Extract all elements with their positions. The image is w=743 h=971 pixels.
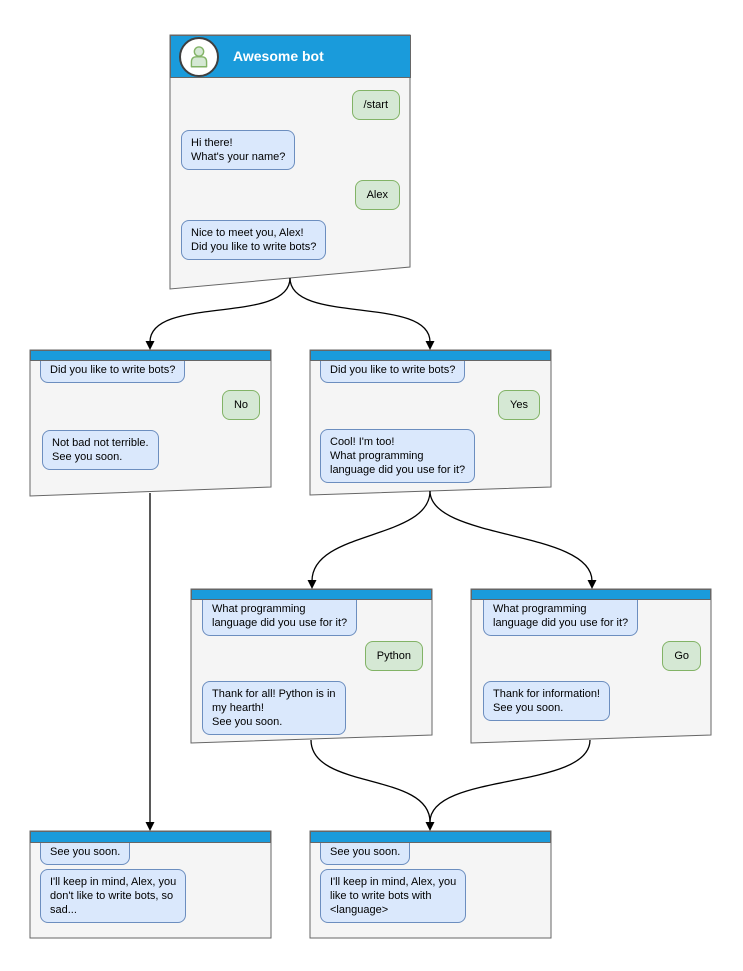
user-message-bubble: Yes [498,390,540,420]
arrowhead-icon [587,580,597,589]
arrowhead-icon [425,822,435,831]
user-message-bubble: Python [364,641,423,671]
arrowhead-icon [145,341,155,350]
bot-message-bubble: Not bad not terrible. See you soon. [42,430,159,470]
chat-window-header-end-no [30,831,271,843]
chat-window-header-yes [310,350,551,361]
chat-window-header-go [471,589,711,600]
connector-start-to-yes [289,277,431,343]
user-message-bubble: Alex [354,180,400,210]
chat-window-header-python [191,589,432,600]
bot-message-bubble: Thank for all! Python is in my hearth! S… [202,681,346,735]
user-message-bubble: No [221,390,260,420]
arrowhead-icon [307,580,317,589]
connector-yes-to-python [311,490,431,582]
chat-window-header-no [30,350,271,361]
chat-window-header-end-yes [310,831,551,843]
connector-python-to-end [310,739,431,823]
arrowhead-icon [425,341,435,350]
bot-message-bubble: Hi there! What's your name? [181,130,296,170]
bot-message-bubble: I'll keep in mind, Alex, you like to wri… [320,869,467,923]
window-title: Awesome bot [233,48,324,64]
user-message-bubble: /start [351,90,400,120]
bot-message-bubble: Thank for information! See you soon. [483,681,610,721]
bot-message-bubble: Nice to meet you, Alex! Did you like to … [181,220,327,260]
bot-message-bubble: Cool! I'm too! What programming language… [320,429,476,483]
user-message-bubble: Go [662,641,701,671]
connector-go-to-end [429,739,591,823]
arrowhead-icon [145,822,155,831]
bot-message-bubble: I'll keep in mind, Alex, you don't like … [40,869,187,923]
user-icon [190,46,208,68]
bot-avatar [179,37,219,77]
connector-yes-to-go [429,490,593,582]
connector-start-to-no [149,277,291,343]
